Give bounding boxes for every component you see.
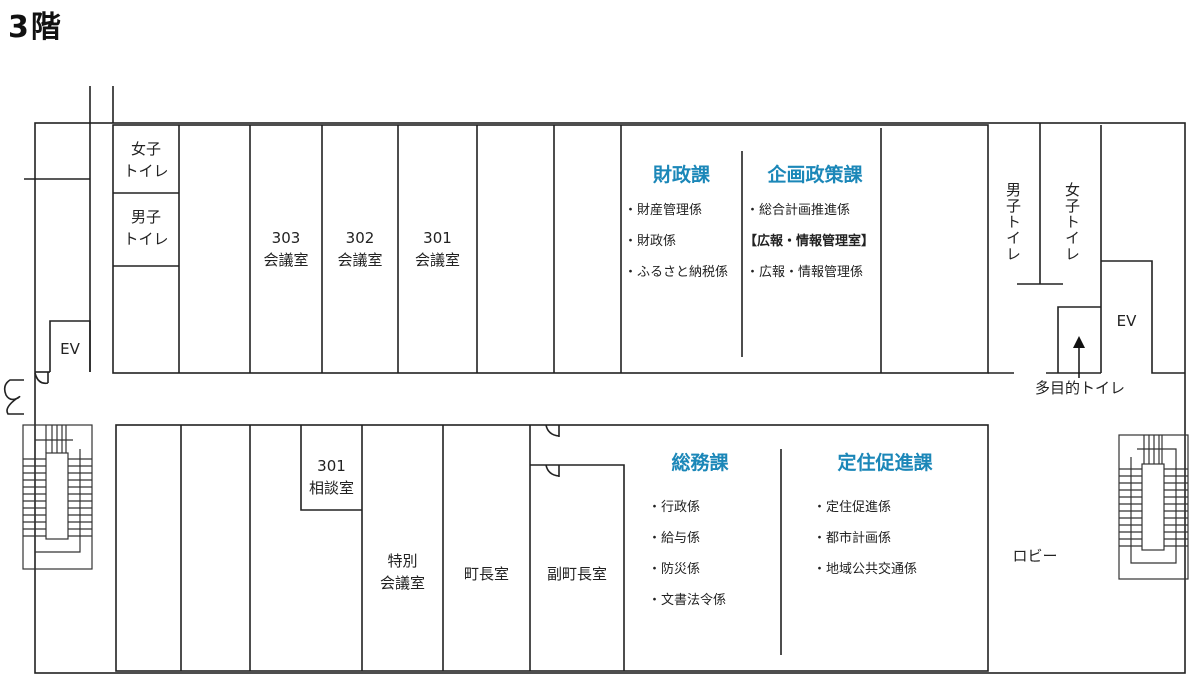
stair-right: [1118, 434, 1189, 580]
deputy-mayor-office: 副町長室: [546, 565, 607, 583]
mayor-office: 町長室: [463, 565, 509, 583]
section-item: ・都市計画係: [813, 531, 892, 546]
room-301: 301 会議室: [414, 229, 460, 269]
room-303: 303 会議室: [263, 229, 309, 269]
section-item: ・行政係: [648, 500, 701, 515]
section-item: ・広報・情報管理係: [746, 265, 864, 280]
section-item: ・地域公共交通係: [813, 562, 918, 577]
floor-title: 3階: [8, 10, 63, 45]
dept-zaisei-title: 財政課: [652, 164, 710, 186]
restroom-men-left: 男子 トイレ: [123, 208, 169, 248]
elevator-left: EV: [60, 340, 80, 358]
section-item: ・ふるさと納税係: [624, 265, 729, 280]
dept-kikaku-title: 企画政策課: [767, 164, 863, 186]
section-item: ・定住促進係: [813, 500, 892, 515]
multipurpose-toilet: 多目的トイレ: [1034, 379, 1125, 397]
consult-room-301: 301 相談室: [308, 457, 354, 497]
dept-teiju-title: 定住促進課: [837, 452, 933, 474]
section-item: ・財産管理係: [624, 203, 703, 218]
lobby: ロビー: [1012, 547, 1058, 565]
section-item: ・総合計画推進係: [746, 203, 851, 218]
stair-left: [22, 424, 93, 570]
dept-somu-title: 総務課: [671, 452, 729, 474]
arrow-up-icon: [1073, 336, 1085, 378]
room-302: 302 会議室: [337, 229, 383, 269]
special-meeting-room: 特別 会議室: [379, 552, 425, 592]
restroom-women-left: 女子 トイレ: [123, 140, 169, 180]
restroom-men-right: 男子トイレ: [1004, 182, 1022, 262]
section-item: ・財政係: [624, 234, 677, 249]
elevator-right: EV: [1116, 312, 1137, 330]
section-item: ・給与係: [648, 531, 701, 546]
section-item: ・防災係: [648, 562, 701, 577]
restroom-women-right: 女子トイレ: [1063, 182, 1081, 262]
section-subheading: 【広報・情報管理室】: [744, 234, 875, 249]
section-item: ・文書法令係: [648, 593, 727, 608]
